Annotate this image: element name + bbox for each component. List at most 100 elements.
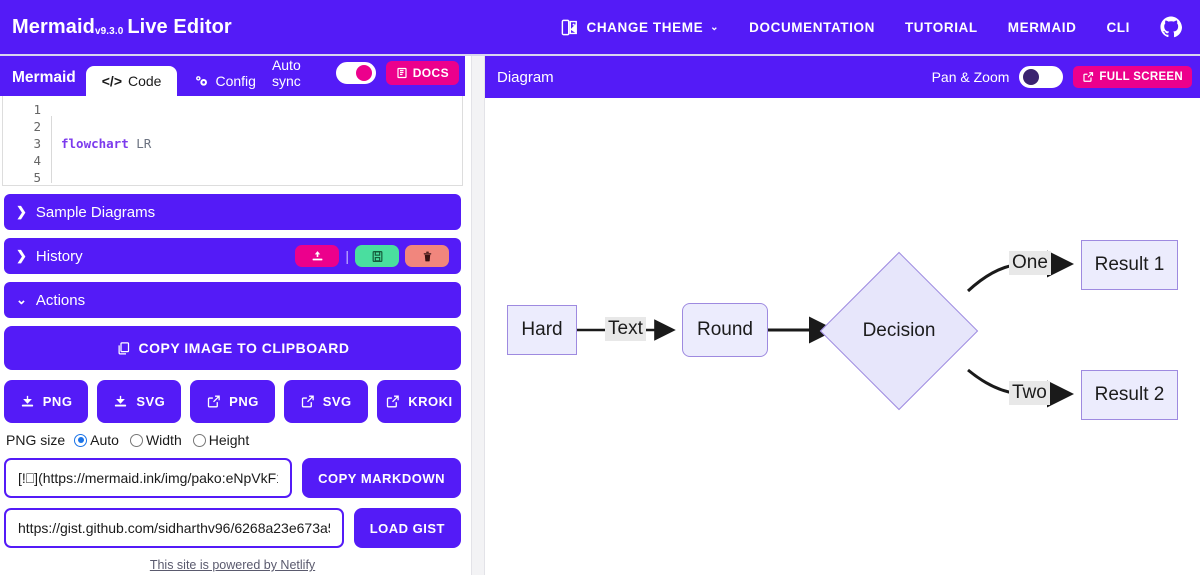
code-editor[interactable]: 1 2 3 4 5 flowchart LR A[Hard] -->|Text|… [2, 96, 463, 186]
copy-markdown-button[interactable]: COPY MARKDOWN [302, 458, 461, 498]
auto-sync-toggle[interactable] [336, 62, 376, 84]
flow-node-hard[interactable]: Hard [507, 305, 577, 355]
actions-body: COPY IMAGE TO CLIPBOARD PNG SVG [0, 318, 465, 572]
editor-pane: Mermaid </> Code Config Auto sync [0, 56, 471, 575]
line-number: 2 [33, 119, 41, 134]
radio-icon[interactable] [192, 433, 206, 447]
main-layout: Mermaid </> Code Config Auto sync [0, 56, 1200, 575]
chevron-down-icon: ⌄ [16, 292, 27, 307]
external-link-icon [385, 394, 400, 409]
editor-tabbar-right: Auto sync DOCS [272, 57, 459, 96]
diagram-header-right: Pan & Zoom FULL SCREEN [932, 66, 1192, 88]
radio-icon[interactable] [129, 433, 143, 447]
flow-node-round[interactable]: Round [682, 303, 768, 357]
pan-zoom-label: Pan & Zoom [931, 69, 1010, 85]
accordion-sample-diagrams[interactable]: ❯ Sample Diagrams [4, 194, 461, 230]
chevron-down-icon: ⌄ [710, 21, 720, 33]
external-link-icon [300, 394, 315, 409]
history-actions: | [295, 245, 449, 267]
line-number-gutter: 1 2 3 4 5 [3, 96, 49, 185]
flow-node-result-2[interactable]: Result 2 [1081, 370, 1178, 420]
download-png-button[interactable]: PNG [4, 380, 89, 423]
button-label: PNG [229, 394, 259, 409]
download-icon [20, 394, 35, 409]
node-label: Result 1 [1094, 254, 1165, 275]
option-label: Auto [90, 432, 119, 448]
panel-scrollbar-gutter[interactable] [471, 56, 485, 575]
copy-image-to-clipboard-button[interactable]: COPY IMAGE TO CLIPBOARD [4, 326, 461, 370]
diagram-header: Diagram Pan & Zoom FULL SCREEN [485, 56, 1200, 98]
line-number: 5 [33, 170, 41, 185]
gist-input[interactable] [4, 508, 344, 548]
button-label: SVG [136, 394, 166, 409]
toggle-knob [355, 65, 372, 81]
netlify-footer-link[interactable]: This site is powered by Netlify [149, 558, 316, 572]
line-number: 1 [33, 102, 41, 117]
png-size-option-height[interactable]: Height [192, 432, 250, 448]
button-label: SVG [322, 394, 352, 409]
radio-icon[interactable] [74, 433, 88, 447]
tab-code[interactable]: </> Code [85, 66, 178, 97]
brand-version: v9.3.0 [94, 25, 124, 37]
delete-button[interactable] [405, 245, 449, 267]
png-size-option-auto[interactable]: Auto [74, 432, 119, 448]
tab-config-label: Config [215, 73, 256, 89]
open-png-button[interactable]: PNG [190, 380, 275, 423]
docs-label: DOCS [412, 66, 449, 80]
brand-suffix: Live Editor [127, 15, 232, 38]
load-gist-button[interactable]: LOAD GIST [353, 508, 461, 548]
button-label: PNG [42, 394, 73, 409]
nav-documentation[interactable]: DOCUMENTATION [749, 19, 875, 35]
nav-label: CHANGE THEME [586, 19, 704, 35]
code-icon: </> [101, 73, 122, 89]
flow-node-result-1[interactable]: Result 1 [1081, 240, 1178, 290]
download-icon [113, 394, 128, 409]
download-svg-button[interactable]: SVG [97, 380, 182, 423]
accordion-label: History [35, 247, 83, 265]
editor-tabbar: Mermaid </> Code Config Auto sync [0, 56, 465, 97]
option-label: Height [208, 432, 250, 448]
pan-zoom-toggle[interactable] [1019, 66, 1064, 88]
line-number: 4 [33, 153, 41, 168]
floppy-disk-icon [371, 250, 384, 263]
brand-name: Mermaid [12, 15, 95, 38]
copy-icon [116, 341, 131, 356]
nav-change-theme[interactable]: CHANGE THEME ⌄ [560, 18, 719, 37]
chevron-right-icon: ❯ [16, 204, 27, 219]
diagram-pane: Diagram Pan & Zoom FULL SCREEN [485, 56, 1200, 575]
diagram-canvas[interactable]: Hard Text Round Decision One Result 1 Tw… [485, 98, 1200, 575]
png-size-row: PNG size Auto Width Height [6, 432, 461, 448]
gist-row: LOAD GIST [4, 508, 461, 548]
code-text-area[interactable]: flowchart LR A[Hard] -->|Text| B(Round) … [49, 96, 462, 185]
nav-links: CHANGE THEME ⌄ DOCUMENTATION TUTORIAL ME… [560, 16, 1182, 38]
node-label: Result 2 [1094, 384, 1165, 405]
markdown-input[interactable] [4, 458, 293, 498]
full-screen-button[interactable]: FULL SCREEN [1073, 66, 1192, 88]
nav-mermaid[interactable]: MERMAID [1007, 19, 1077, 35]
png-size-option-width[interactable]: Width [129, 432, 182, 448]
nav-cli[interactable]: CLI [1106, 19, 1130, 35]
chevron-right-icon: ❯ [16, 248, 27, 263]
docs-button[interactable]: DOCS [385, 61, 459, 85]
open-svg-button[interactable]: SVG [283, 380, 368, 423]
trash-icon [421, 250, 434, 263]
export-button-row: PNG SVG PNG [4, 380, 462, 423]
editor-brand-label: Mermaid [12, 69, 76, 86]
accordion-label: Sample Diagrams [35, 203, 156, 221]
open-kroki-button[interactable]: KROKI [376, 380, 462, 423]
upload-button[interactable] [295, 245, 340, 267]
save-button[interactable] [355, 245, 399, 267]
nav-tutorial[interactable]: TUTORIAL [904, 19, 978, 35]
png-size-label: PNG size [6, 432, 66, 448]
edge-label-two: Two [1009, 381, 1050, 405]
accordion-history[interactable]: ❯ History | [4, 238, 461, 274]
tab-config[interactable]: Config [177, 66, 271, 97]
edge-label-one: One [1009, 251, 1051, 275]
gear-icon [193, 73, 209, 89]
code-line-1: flowchart LR [61, 136, 152, 151]
accordion-actions[interactable]: ⌄ Actions [4, 282, 461, 318]
github-icon[interactable] [1160, 16, 1182, 38]
auto-sync-label: Auto sync [271, 57, 301, 89]
copy-image-label: COPY IMAGE TO CLIPBOARD [138, 340, 350, 356]
